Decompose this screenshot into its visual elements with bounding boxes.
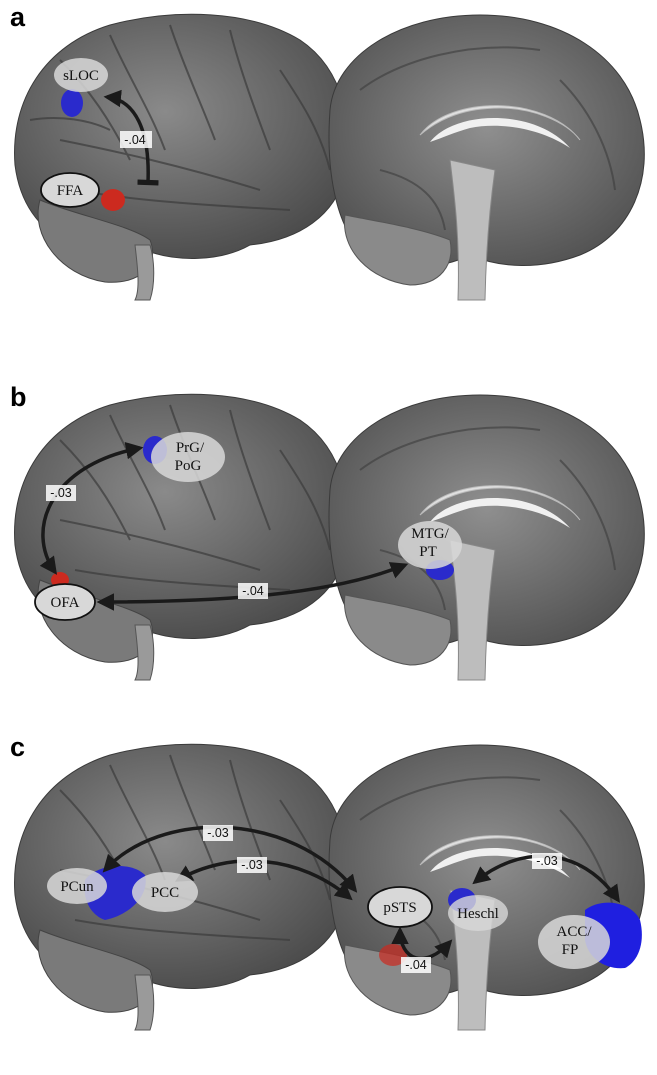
panel-a: a xyxy=(0,0,657,340)
panel-c: c xyxy=(0,730,657,1070)
medial-brain xyxy=(328,744,645,1031)
connection-weight-heschl-acc: -.03 xyxy=(536,854,558,868)
pcc-label: PCC xyxy=(151,885,179,901)
prg-pog-node: PrG/ PoG xyxy=(151,432,225,482)
connection-arrow-ffa-sloc xyxy=(103,89,159,186)
connection-weight-ffa-sloc: -.04 xyxy=(124,133,146,147)
psts-node: pSTS xyxy=(367,886,433,928)
ffa-node: FFA xyxy=(40,172,100,208)
connection-weight-ofa-mtg: -.04 xyxy=(242,584,264,598)
medial-brain xyxy=(328,14,645,301)
medial-brain xyxy=(328,394,645,681)
pog-label: PoG xyxy=(175,458,202,474)
ofa-label: OFA xyxy=(51,595,80,611)
sloc-node: sLOC xyxy=(54,58,108,92)
panel-c-figure: PCun PCC pSTS Heschl ACC/ FP -.03 -.03 -… xyxy=(14,743,645,1031)
panel-label-b: b xyxy=(10,382,27,412)
panel-label-c: c xyxy=(10,732,26,762)
mtg-label: MTG/ xyxy=(411,526,449,542)
ffa-label: FFA xyxy=(57,183,84,199)
sloc-region xyxy=(61,89,83,117)
pt-label: PT xyxy=(419,544,437,560)
connection-weight-ofa-prg: -.03 xyxy=(50,486,72,500)
sloc-label: sLOC xyxy=(63,68,99,84)
lateral-brain xyxy=(14,13,350,301)
connection-weight-psts-heschl: -.04 xyxy=(405,958,427,972)
psts-label: pSTS xyxy=(383,900,416,916)
mtg-pt-node: MTG/ PT xyxy=(398,521,462,569)
panel-label-a: a xyxy=(10,2,26,32)
ffa-region xyxy=(101,189,125,211)
acc-label: ACC/ xyxy=(556,924,592,940)
heschl-node: Heschl xyxy=(448,895,508,931)
connection-weight-psts-pcc: -.03 xyxy=(241,858,263,872)
connection-weight-psts-pcun: -.03 xyxy=(207,826,229,840)
pcun-label: PCun xyxy=(60,879,94,895)
ofa-node: OFA xyxy=(34,583,96,621)
panel-a-figure: sLOC FFA -.04 xyxy=(14,13,645,301)
acc-fp-node: ACC/ FP xyxy=(538,915,610,969)
pcun-node: PCun xyxy=(47,868,107,904)
heschl-label: Heschl xyxy=(457,906,499,922)
pcc-node: PCC xyxy=(132,872,198,912)
panel-b: b xyxy=(0,380,657,720)
prg-label: PrG/ xyxy=(176,440,205,456)
fp-label: FP xyxy=(562,942,579,958)
connection-arrow-ofa-mtg xyxy=(96,562,409,611)
panel-b-figure: PrG/ PoG OFA MTG/ PT -.03 -.04 xyxy=(14,393,645,681)
